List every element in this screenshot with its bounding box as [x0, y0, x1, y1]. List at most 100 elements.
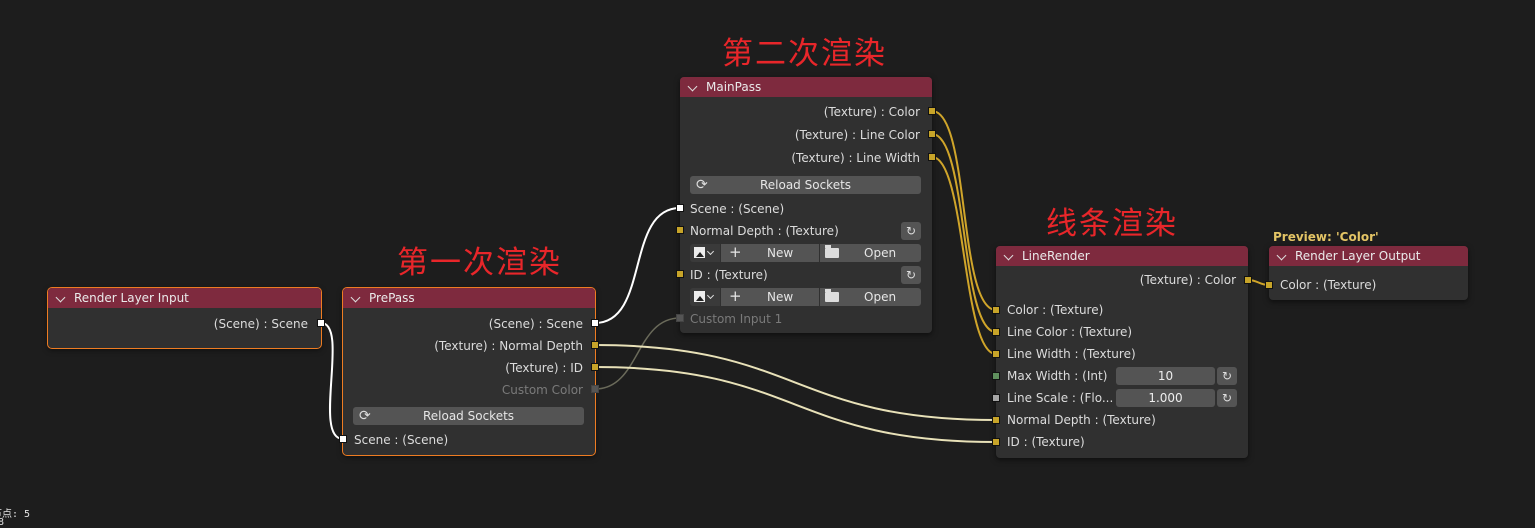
open-image-button[interactable]: Open: [820, 288, 921, 306]
output-id-label: (Texture) : ID: [505, 361, 583, 375]
image-icon: [694, 247, 705, 258]
node-title: MainPass: [706, 80, 762, 94]
output-custom-color-label: Custom Color: [501, 383, 583, 397]
output-normal-depth-label: (Texture) : Normal Depth: [434, 339, 583, 353]
link-line-color: [931, 133, 997, 333]
extra-stat: 8: [0, 517, 5, 528]
socket-mainpass-color-out[interactable]: [928, 107, 936, 115]
socket-linerender-color-in[interactable]: [992, 306, 1000, 314]
reload-sockets-button[interactable]: ⟳ Reload Sockets: [353, 407, 584, 425]
preview-label: Preview: 'Color': [1273, 230, 1379, 244]
socket-prepass-custom-color-out[interactable]: [591, 385, 599, 393]
open-image-button[interactable]: Open: [820, 244, 921, 262]
collapse-chevron-icon[interactable]: [1003, 250, 1014, 261]
input-line-color-label: Line Color : (Texture): [1007, 325, 1133, 339]
plus-icon: +: [729, 243, 742, 261]
collapse-chevron-icon[interactable]: [1276, 250, 1287, 261]
node-header[interactable]: LineRender: [996, 246, 1248, 266]
line-scale-field[interactable]: 1.000: [1116, 389, 1215, 407]
node-mainpass[interactable]: MainPass (Texture) : Color (Texture) : L…: [680, 77, 932, 333]
annotation-second-pass: 第二次渲染: [722, 36, 887, 72]
open-label: Open: [864, 246, 897, 260]
link-toggle-icon[interactable]: ↻: [1217, 389, 1237, 407]
input-id-label: ID : (Texture): [690, 268, 768, 282]
socket-linerender-line-width-in[interactable]: [992, 350, 1000, 358]
input-line-scale-label: Line Scale : (Flo...: [1007, 391, 1114, 405]
output-scene-label: (Scene) : Scene: [488, 317, 583, 331]
node-title: Render Layer Input: [74, 291, 189, 305]
new-image-button[interactable]: + New: [721, 287, 819, 306]
new-image-button[interactable]: + New: [721, 243, 819, 262]
node-render-layer-output[interactable]: Render Layer Output Color : (Texture): [1269, 246, 1468, 300]
chevron-down-icon: [706, 291, 715, 300]
socket-output-color-in[interactable]: [1265, 281, 1273, 289]
node-header[interactable]: Render Layer Output: [1269, 246, 1468, 266]
annotation-line-render: 线条渲染: [1046, 206, 1178, 242]
link-prepass-normal-depth: [594, 344, 997, 421]
link-line-width: [931, 156, 997, 355]
input-normal-depth-label: Normal Depth : (Texture): [1007, 413, 1156, 427]
socket-mainpass-normal-depth-in[interactable]: [676, 226, 684, 234]
output-line-width-label: (Texture) : Line Width: [791, 151, 920, 165]
socket-linerender-id-in[interactable]: [992, 438, 1000, 446]
open-label: Open: [864, 290, 897, 304]
socket-linerender-max-width-in[interactable]: [992, 372, 1000, 380]
socket-mainpass-custom-input-in[interactable]: [676, 314, 684, 322]
link-color: [931, 110, 997, 311]
socket-mainpass-line-width-out[interactable]: [928, 153, 936, 161]
collapse-chevron-icon[interactable]: [687, 81, 698, 92]
refresh-icon: ⟳: [359, 408, 371, 424]
input-color-label: Color : (Texture): [1007, 303, 1104, 317]
socket-prepass-scene-in[interactable]: [339, 435, 347, 443]
socket-render-layer-scene-out[interactable]: [317, 319, 325, 327]
node-header[interactable]: Render Layer Input: [48, 288, 321, 308]
socket-linerender-color-out[interactable]: [1244, 276, 1252, 284]
node-title: PrePass: [369, 291, 415, 305]
input-line-width-label: Line Width : (Texture): [1007, 347, 1136, 361]
socket-prepass-scene-out[interactable]: [591, 319, 599, 327]
input-scene-label: Scene : (Scene): [354, 433, 449, 447]
socket-linerender-line-scale-in[interactable]: [992, 394, 1000, 402]
image-browse-dropdown[interactable]: [690, 244, 720, 262]
link-toggle-icon[interactable]: ↻: [901, 222, 921, 240]
max-width-field[interactable]: 10: [1116, 367, 1215, 385]
link-prepass-id: [594, 366, 997, 443]
refresh-icon: ⟳: [696, 177, 708, 193]
plus-icon: +: [729, 287, 742, 305]
node-title: LineRender: [1022, 249, 1090, 263]
reload-sockets-label: Reload Sockets: [759, 178, 852, 192]
folder-icon: [825, 289, 839, 302]
folder-icon: [825, 245, 839, 258]
collapse-chevron-icon[interactable]: [55, 292, 66, 303]
link-toggle-icon[interactable]: ↻: [901, 266, 921, 284]
image-browse-dropdown[interactable]: [690, 288, 720, 306]
input-custom-input-label: Custom Input 1: [690, 312, 783, 326]
node-header[interactable]: MainPass: [680, 77, 932, 97]
node-render-layer-input[interactable]: Render Layer Input (Scene) : Scene: [47, 287, 322, 349]
node-count-stat: 节点: 5: [0, 509, 31, 520]
new-label: New: [767, 290, 794, 304]
node-linerender[interactable]: LineRender (Texture) : Color Color : (Te…: [996, 246, 1248, 458]
socket-prepass-normal-depth-out[interactable]: [591, 341, 599, 349]
output-line-color-label: (Texture) : Line Color: [794, 128, 920, 142]
input-color-label: Color : (Texture): [1280, 278, 1377, 292]
new-label: New: [767, 246, 794, 260]
link-toggle-icon[interactable]: ↻: [1217, 367, 1237, 385]
socket-linerender-normal-depth-in[interactable]: [992, 416, 1000, 424]
socket-linerender-line-color-in[interactable]: [992, 328, 1000, 336]
collapse-chevron-icon[interactable]: [350, 292, 361, 303]
reload-sockets-button[interactable]: ⟳ Reload Sockets: [690, 176, 921, 194]
node-header[interactable]: PrePass: [343, 288, 595, 308]
link-prepass-scene-to-mainpass: [594, 207, 681, 324]
socket-prepass-id-out[interactable]: [591, 363, 599, 371]
socket-mainpass-scene-in[interactable]: [676, 204, 684, 212]
socket-mainpass-id-in[interactable]: [676, 270, 684, 278]
node-prepass[interactable]: PrePass (Scene) : Scene (Texture) : Norm…: [342, 287, 596, 456]
socket-mainpass-line-color-out[interactable]: [928, 130, 936, 138]
output-color-label: (Texture) : Color: [823, 105, 920, 119]
input-id-label: ID : (Texture): [1007, 435, 1085, 449]
input-normal-depth-label: Normal Depth : (Texture): [690, 224, 839, 238]
link-scene-input-to-prepass: [320, 322, 344, 440]
image-icon: [694, 291, 705, 302]
annotation-first-pass: 第一次渲染: [397, 245, 562, 281]
